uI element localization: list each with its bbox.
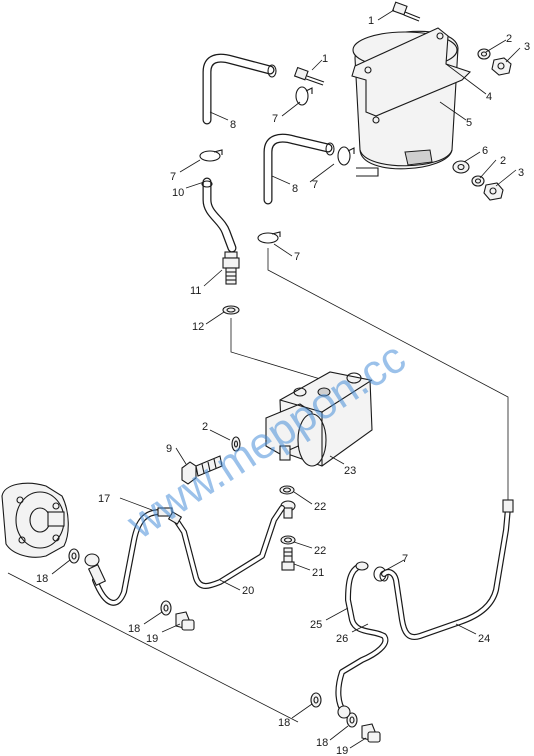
callout-18: 18 <box>278 717 290 729</box>
callout-labels: 1 1 2 3 4 5 7 8 6 2 3 7 7 8 10 7 11 12 2… <box>36 15 530 756</box>
callout-1: 1 <box>322 53 328 65</box>
hose-clamp-icon <box>295 86 313 106</box>
callout-2: 2 <box>500 155 506 167</box>
callout-10: 10 <box>172 187 184 199</box>
bolt-icon <box>281 547 295 571</box>
callout-18: 18 <box>128 623 140 635</box>
hose-clamp-icon <box>257 231 281 244</box>
fitting-icon <box>222 251 240 285</box>
tank-bracket-icon <box>351 27 472 124</box>
callout-17: 17 <box>98 493 110 505</box>
callout-4: 4 <box>486 91 492 103</box>
bolt-icon <box>391 1 421 22</box>
callout-7: 7 <box>272 113 278 125</box>
pressure-hose-icon <box>84 507 173 606</box>
return-hose-icon <box>381 499 514 640</box>
callout-5: 5 <box>466 117 472 129</box>
callout-2: 2 <box>202 421 208 433</box>
callout-19: 19 <box>146 633 158 645</box>
callout-21: 21 <box>312 567 324 579</box>
callout-7: 7 <box>312 179 318 191</box>
callout-22: 22 <box>314 545 326 557</box>
return-tube-icon <box>335 561 389 719</box>
callout-25: 25 <box>310 619 322 631</box>
hydraulic-pump-icon <box>265 371 373 467</box>
callout-18: 18 <box>36 573 48 585</box>
nut-icon <box>483 182 504 201</box>
routing-lines <box>7 248 509 723</box>
callout-24: 24 <box>478 633 490 645</box>
washer-icon <box>471 175 485 187</box>
callout-3: 3 <box>518 167 524 179</box>
hose-clamp-icon <box>199 149 223 162</box>
hose-clamp-icon <box>337 146 355 166</box>
callout-23: 23 <box>344 465 356 477</box>
washer-icon <box>452 160 470 174</box>
callout-leaders <box>51 9 521 749</box>
callout-12: 12 <box>192 321 204 333</box>
callout-18: 18 <box>316 737 328 749</box>
steering-unit-icon <box>1 482 69 558</box>
o-ring-icon <box>279 485 295 495</box>
o-ring-icon <box>280 535 296 545</box>
watermark-text: www.meppon.cc <box>118 333 414 549</box>
callout-3: 3 <box>524 41 530 53</box>
bolt-icon <box>181 455 223 485</box>
callout-11: 11 <box>190 285 201 297</box>
washer-icon <box>310 692 322 708</box>
callout-7: 7 <box>170 171 176 183</box>
plug-icon <box>175 611 195 631</box>
suction-hose-icon <box>202 53 277 125</box>
callout-8: 8 <box>230 119 236 131</box>
callout-9: 9 <box>166 443 172 455</box>
callout-7: 7 <box>294 251 300 263</box>
callout-1: 1 <box>368 15 374 27</box>
callout-19: 19 <box>336 745 348 756</box>
washer-icon <box>160 600 172 616</box>
callout-26: 26 <box>336 633 348 645</box>
callout-7: 7 <box>402 553 408 565</box>
callout-20: 20 <box>242 585 254 597</box>
callout-8: 8 <box>292 183 298 195</box>
o-ring-icon <box>222 305 240 315</box>
return-hose-icon <box>263 133 335 205</box>
washer-icon <box>231 436 241 452</box>
callout-22: 22 <box>314 501 326 513</box>
callout-2: 2 <box>506 33 512 45</box>
pressure-hose-icon <box>167 505 285 589</box>
washer-icon <box>346 712 358 728</box>
nut-icon <box>491 57 512 76</box>
bolt-icon <box>293 66 325 86</box>
suction-tube-icon <box>201 177 237 253</box>
callout-6: 6 <box>482 145 488 157</box>
washer-icon <box>68 548 80 564</box>
plug-icon <box>361 723 381 743</box>
